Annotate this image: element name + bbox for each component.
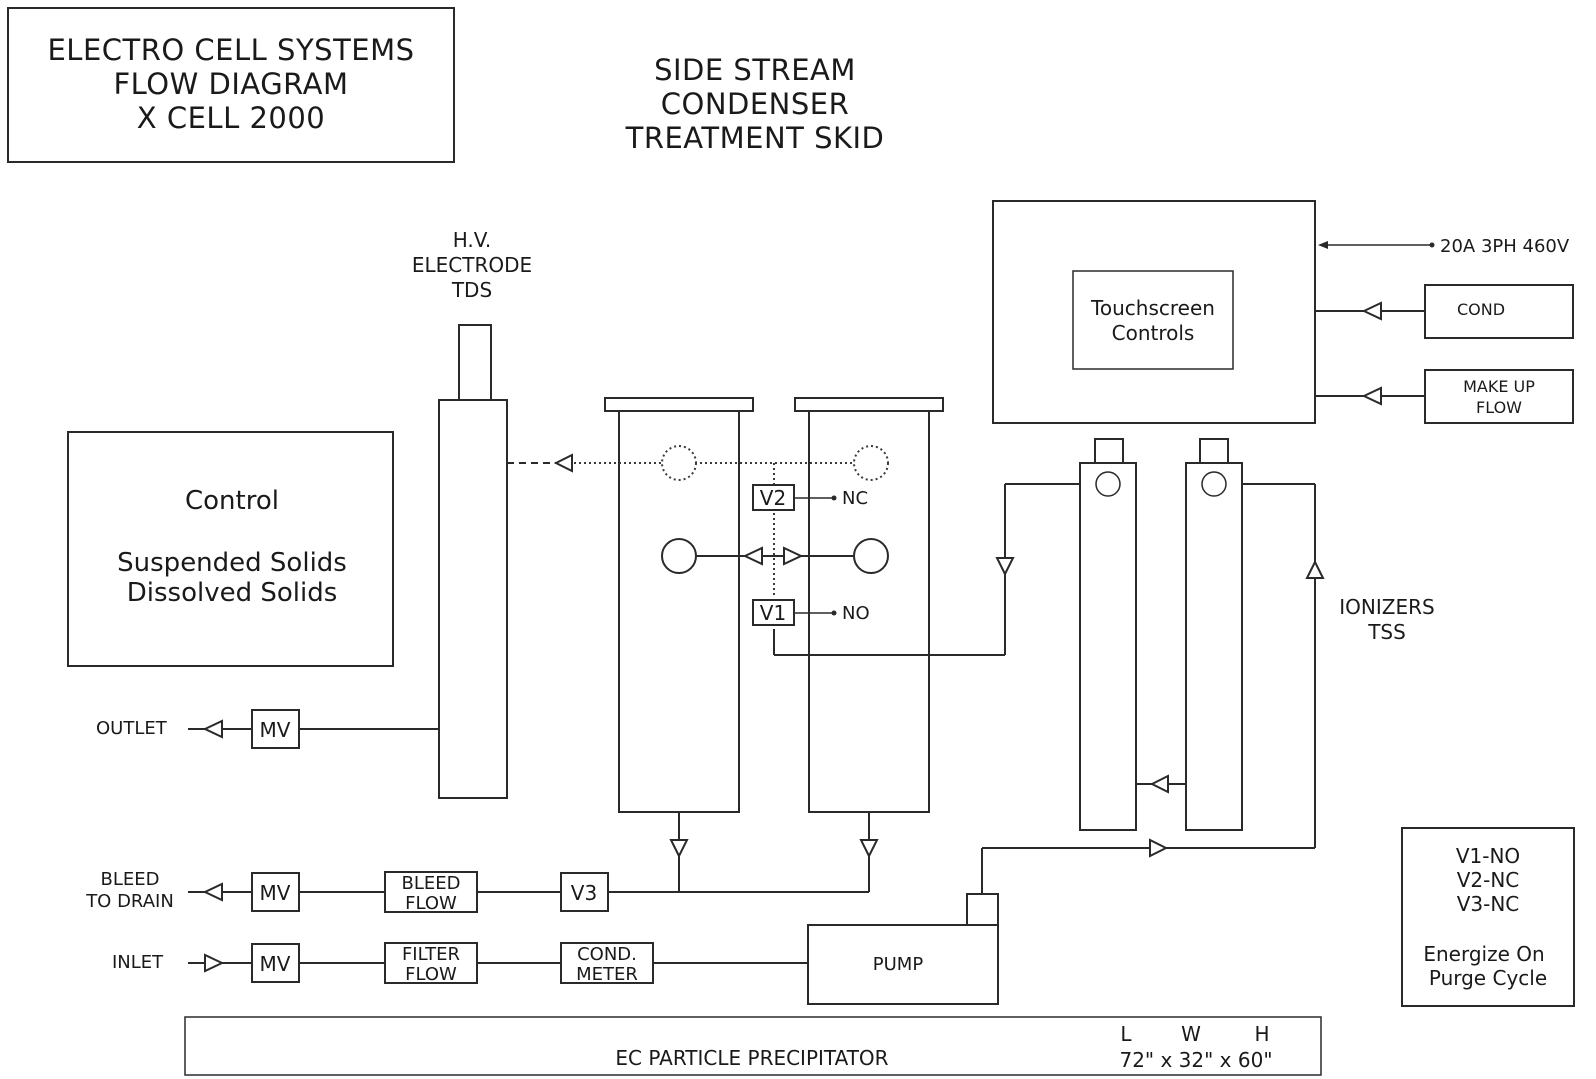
pump-label: PUMP [873, 954, 924, 975]
legend-line-4: Energize On [1423, 942, 1544, 966]
title-line-3: X CELL 2000 [137, 101, 326, 135]
cond-arrow-icon [1361, 301, 1382, 321]
ionizer-right [1185, 438, 1243, 831]
cond-meter-line-1: COND. [577, 944, 637, 965]
electrode-label-line-2: ELECTRODE [412, 253, 532, 277]
power-label: 20A 3PH 460V [1440, 236, 1570, 257]
control-panel: Touchscreen Controls [992, 200, 1316, 424]
electrode-label-line-1: H.V. [453, 228, 492, 252]
subtitle: SIDE STREAM CONDENSER TREATMENT SKID [625, 53, 885, 155]
title-box: ELECTRO CELL SYSTEMS FLOW DIAGRAM X CELL… [7, 7, 455, 163]
makeup-flow-sensor: MAKE UP FLOW [1315, 369, 1574, 424]
valve-v2-state: NC [842, 488, 868, 509]
subtitle-line-1: SIDE STREAM [654, 53, 856, 87]
title-line-1: ELECTRO CELL SYSTEMS [47, 33, 414, 67]
outlet-line: OUTLET MV [96, 709, 439, 749]
cond-sensor: COND [1315, 284, 1574, 339]
makeup-line-2: FLOW [1476, 398, 1522, 417]
bleed-arrow-icon [202, 882, 223, 902]
sample-port-left [661, 445, 697, 481]
bleed-mv-label: MV [260, 881, 291, 905]
bleed-flow-line-1: BLEED [402, 873, 461, 894]
electrode-label-line-3: TDS [451, 278, 492, 302]
ionizer-piping [1136, 483, 1325, 848]
inlet-mv-label: MV [260, 952, 291, 976]
control-line-2: Dissolved Solids [127, 578, 338, 608]
drain-right-arrow-icon [859, 839, 879, 859]
valve-v1: V1 NO [752, 599, 870, 626]
touchscreen-line-2: Controls [1112, 321, 1195, 345]
legend-line-2: V2-NC [1457, 868, 1520, 892]
valve-v1-label: V1 [760, 601, 786, 625]
cell-left [604, 397, 754, 813]
hv-electrode [438, 324, 508, 799]
makeup-line-1: MAKE UP [1463, 377, 1535, 396]
valve-v3-label: V3 [571, 881, 597, 905]
base-dim-l: L [1120, 1022, 1132, 1046]
legend-line-3: V3-NC [1457, 892, 1520, 916]
drain-left-arrow-icon [669, 839, 689, 859]
title-line-2: FLOW DIAGRAM [113, 67, 348, 101]
filter-flow-meter [384, 942, 478, 984]
sample-lines [507, 445, 889, 598]
makeup-arrow-icon [1361, 386, 1382, 406]
inlet-line: INLET MV FILTER FLOW COND. METER [112, 942, 808, 985]
legend-line-1: V1-NO [1456, 844, 1520, 868]
ionizer-feed-arrow-icon [995, 557, 1015, 577]
cell-ports [661, 483, 1080, 656]
filter-flow-line-1: FILTER [402, 944, 460, 965]
legend-line-5: Purge Cycle [1429, 966, 1547, 990]
bleed-label-line-2: TO DRAIN [85, 891, 174, 912]
subtitle-line-2: CONDENSER [661, 87, 850, 121]
control-line-1: Suspended Solids [117, 548, 347, 578]
control-heading: Control [185, 486, 279, 516]
ionizers-label-line-1: IONIZERS [1339, 595, 1434, 619]
flow-arrow-right-icon [783, 546, 804, 566]
outlet-mv-label: MV [260, 718, 291, 742]
ionizer-return-arrow-icon [1305, 559, 1325, 579]
sample-port-right [853, 445, 889, 481]
inlet-arrow-icon [204, 953, 225, 973]
base-dimensions: 72" x 32" x 60" [1119, 1048, 1272, 1072]
touchscreen-line-1: Touchscreen [1090, 296, 1215, 320]
valve-v2: V2 NC [752, 484, 868, 511]
outlet-label: OUTLET [96, 718, 168, 739]
bleed-label-line-1: BLEED [101, 869, 160, 890]
control-box: Control Suspended Solids Dissolved Solid… [67, 431, 394, 667]
cell-drains [669, 812, 879, 892]
valve-v2-label: V2 [760, 486, 786, 510]
ionizer-cross-arrow-icon [1149, 774, 1169, 794]
cond-label: COND [1457, 300, 1505, 319]
base-dim-h: H [1254, 1022, 1269, 1046]
base-label: EC PARTICLE PRECIPITATOR [615, 1046, 888, 1070]
inlet-label: INLET [112, 952, 164, 973]
base-frame: EC PARTICLE PRECIPITATOR L W H 72" x 32"… [184, 1016, 1322, 1076]
cond-meter-line-2: METER [576, 964, 638, 985]
subtitle-line-3: TREATMENT SKID [625, 121, 885, 155]
ionizers-label: IONIZERS TSS [1339, 595, 1434, 644]
power-input: 20A 3PH 460V [1318, 236, 1570, 257]
ionizer-left [1079, 438, 1137, 831]
ionizers-label-line-2: TSS [1367, 620, 1406, 644]
bleed-flow-line-2: FLOW [405, 893, 457, 914]
base-dim-w: W [1181, 1022, 1201, 1046]
valve-legend: V1-NO V2-NC V3-NC Energize On Purge Cycl… [1401, 827, 1575, 1007]
outlet-arrow-icon [202, 719, 223, 739]
cond-meter [560, 942, 654, 984]
pump-discharge-arrow-icon [1149, 838, 1169, 858]
flow-arrow-left-icon [742, 546, 763, 566]
electrode-label: H.V. ELECTRODE TDS [412, 228, 532, 302]
bleed-mv-valve [251, 872, 300, 912]
pump: PUMP [807, 838, 1315, 1005]
cell-right [794, 397, 944, 813]
bleed-line: BLEED TO DRAIN MV BLEED FLOW V3 [85, 869, 869, 914]
filter-flow-line-2: FLOW [405, 964, 457, 985]
sample-arrow-icon [553, 453, 573, 473]
valve-v1-state: NO [842, 603, 870, 624]
